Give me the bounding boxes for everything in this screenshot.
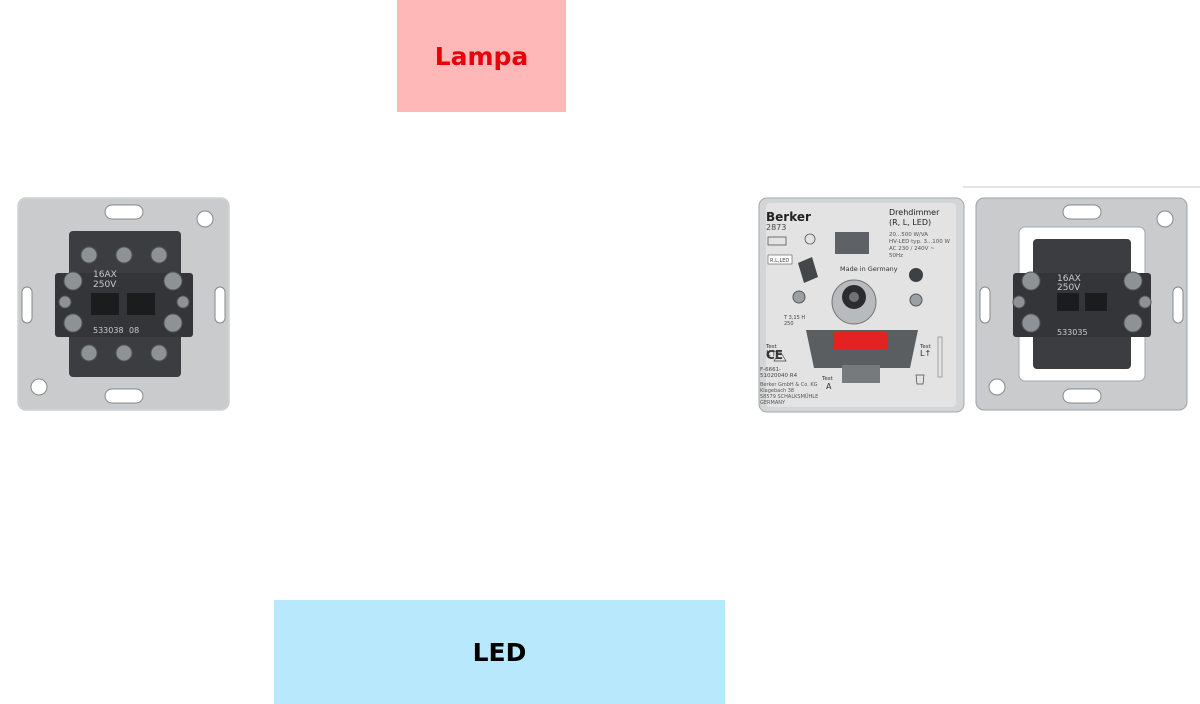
switch-left-voltage: 250V <box>93 280 117 290</box>
warning-triangle-icon <box>773 350 787 362</box>
dimmer-maker4: GERMANY <box>760 400 786 406</box>
dimmer-test-mid: Test <box>821 376 834 382</box>
waste-bin-icon <box>915 374 925 385</box>
dimmer-types: (R, L, LED) <box>889 218 931 227</box>
dimmer-terminal-left: L↑ <box>766 349 777 358</box>
dimmer-model: 2873 <box>766 223 786 232</box>
dimmer-origin: Made in Germany <box>840 265 898 273</box>
dimmer-test-left: Test <box>765 344 778 350</box>
dimmer-rl-label: R,L,LED <box>770 258 789 264</box>
switch-right-rating: 16AX <box>1057 274 1081 284</box>
led-label-box: LED <box>274 600 725 704</box>
switch-left-model: 533038 <box>93 326 124 335</box>
lamp-label-box: Lampa <box>397 0 566 112</box>
switch-insert-right-graphic: 16AX 250V 533035 <box>975 197 1188 411</box>
dimmer-spec1: 20...500 W/VA <box>889 232 928 238</box>
dimmer-cert2: 51020040 R4 <box>760 373 798 379</box>
rotary-dimmer: Berker 2873 Drehdimmer (R, L, LED) 20...… <box>758 197 965 418</box>
image-edge-line <box>963 186 1200 188</box>
switch-left-code: 08 <box>129 326 139 335</box>
sun-icon <box>804 233 816 245</box>
led-label: LED <box>472 637 527 667</box>
dimmer-fuse1: T 3,15 H <box>783 315 805 321</box>
dimmer-spec4: 50Hz <box>889 253 903 259</box>
dimmer-cert1: F-6661- <box>760 367 781 373</box>
dimmer-ce-mark: CE <box>766 348 783 362</box>
switch-left-rating: 16AX <box>93 270 117 280</box>
switch-right-model: 533035 <box>1057 328 1088 337</box>
dimmer-fuse2: 250 <box>784 321 794 327</box>
switch-insert-right: 16AX 250V 533035 <box>975 197 1188 416</box>
dimmer-maker2: Klagebach 38 <box>760 388 794 394</box>
dimmer-spec2: HV-LED typ. 3...100 W <box>889 239 950 245</box>
switch-right-voltage: 250V <box>1057 283 1081 293</box>
switch-insert-left: 16AX 250V 533038 08 <box>17 197 230 416</box>
dimmer-maker1: Berker GmbH & Co. KG <box>760 382 818 388</box>
dimmer-a-mark: A <box>826 382 832 391</box>
dimmer-terminal-right: L↑ <box>920 349 931 358</box>
dimmer-maker3: 58579 SCHALKSMÜHLE <box>760 393 818 400</box>
switch-insert-left-graphic: 16AX 250V 533038 08 <box>17 197 230 411</box>
dimmer-test-right: Test <box>919 344 932 350</box>
dimmer-spec3: AC 230 / 240V ~ <box>889 246 935 252</box>
dimmer-name: Drehdimmer <box>889 208 940 217</box>
lamp-label: Lampa <box>434 41 529 71</box>
rotary-dimmer-graphic: Berker 2873 Drehdimmer (R, L, LED) 20...… <box>758 197 965 413</box>
dimmer-brand: Berker <box>766 210 811 224</box>
